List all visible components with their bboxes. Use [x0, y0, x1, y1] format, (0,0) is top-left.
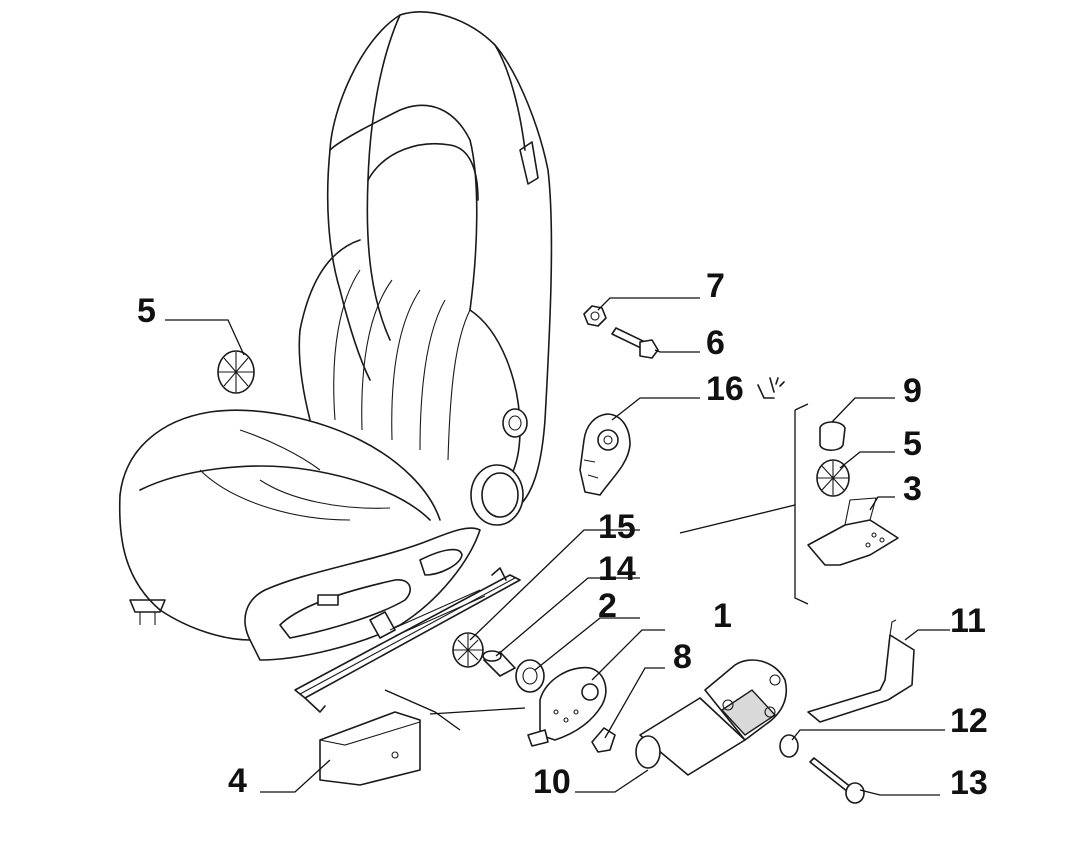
part-clip	[591, 727, 616, 753]
callout-6: 6	[706, 324, 725, 362]
callout-14: 14	[598, 550, 636, 588]
part-nut	[583, 305, 607, 327]
leader-lines	[165, 297, 950, 796]
part-long-bracket	[807, 619, 915, 723]
callout-13: 13	[950, 764, 988, 802]
callout-1: 1	[713, 597, 732, 635]
callout-labels: 1 2 3 4 5 5 6 7 8 9 10 11 12 13 14 15 16	[137, 267, 988, 802]
part-bracket	[807, 497, 899, 566]
callout-10: 10	[533, 763, 571, 801]
part-plug-right	[816, 459, 850, 497]
callout-5-right: 5	[903, 425, 922, 463]
callout-7: 7	[706, 267, 725, 305]
part-screw	[809, 757, 865, 804]
part-plug-small	[452, 632, 484, 668]
callout-5-left: 5	[137, 292, 156, 330]
part-cover	[319, 711, 421, 786]
part-cap	[819, 421, 846, 452]
callout-15: 15	[598, 508, 636, 546]
callout-12: 12	[950, 702, 988, 740]
part-bolt	[611, 327, 659, 359]
seat-assembly	[118, 11, 553, 713]
part-gearbox	[527, 666, 607, 747]
part-motor	[635, 659, 787, 776]
part-bushing	[482, 650, 516, 677]
part-washer	[779, 734, 799, 758]
seat-adjust-icon	[757, 377, 785, 399]
callout-16: 16	[706, 370, 744, 408]
callout-11: 11	[950, 602, 986, 640]
part-recliner-housing	[579, 413, 631, 496]
callout-8: 8	[673, 638, 692, 676]
callout-9: 9	[903, 372, 922, 410]
callout-2: 2	[598, 587, 617, 625]
callout-3: 3	[903, 470, 922, 508]
part-plug-left	[217, 350, 255, 394]
callout-4: 4	[228, 762, 247, 800]
part-ring	[515, 659, 545, 693]
